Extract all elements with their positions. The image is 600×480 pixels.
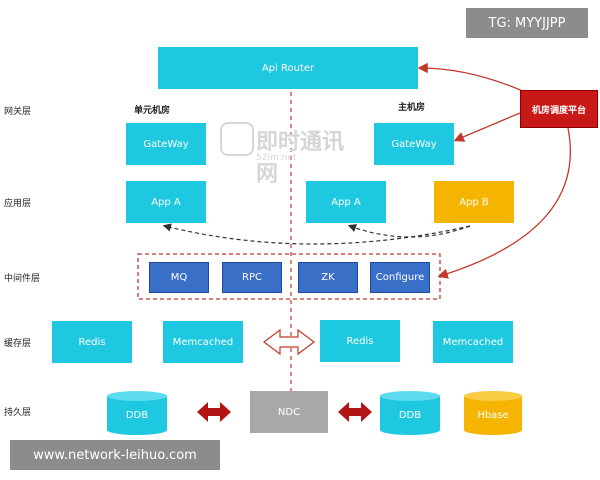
layer-label-app: 应用层: [4, 199, 32, 209]
room-label-main: 主机房: [398, 103, 426, 113]
tag-banner: TG: MYYJJPP: [466, 8, 588, 38]
ddb-left-label: DDB: [125, 409, 149, 421]
app-b-node: App B: [434, 181, 514, 223]
ddb-right-cylinder: [380, 391, 440, 435]
ddb-right-sync-arrow-icon: [338, 402, 372, 422]
layer-label-cache: 缓存层: [4, 339, 32, 349]
api-router-node: Api Router: [158, 47, 418, 89]
app-a-right-node: App A: [306, 181, 386, 223]
app-b-to-app-a-left-link: [162, 223, 471, 245]
ndc-node: NDC: [250, 391, 328, 433]
configure-node: Configure: [370, 262, 430, 293]
hbase-label: Hbase: [477, 409, 509, 421]
redis-left-node: Redis: [52, 321, 132, 363]
memcached-left-node: Memcached: [163, 321, 243, 363]
rpc-node: RPC: [222, 262, 282, 293]
watermark-logo-icon: [220, 122, 254, 156]
footer-banner: www.network-leihuo.com: [10, 440, 220, 470]
app-b-to-app-a-right-link: [347, 224, 471, 238]
layer-label-gateway: 网关层: [4, 107, 32, 117]
scheduler-to-middleware-arrow: [437, 127, 572, 279]
zk-node: ZK: [298, 262, 358, 293]
watermark: 即时通讯网 52im.net: [220, 122, 360, 187]
scheduler-to-gateway-arrow: [453, 112, 521, 142]
mq-node: MQ: [149, 262, 209, 293]
scheduler-platform-node: 机房调度平台: [520, 90, 598, 128]
ddb-right-label: DDB: [398, 409, 422, 421]
redis-right-node: Redis: [320, 320, 400, 362]
layer-label-persistence: 持久层: [4, 408, 32, 418]
scheduler-to-api-router-arrow: [417, 62, 526, 93]
room-label-unit: 单元机房: [134, 106, 171, 116]
watermark-title: 即时通讯网: [256, 130, 345, 187]
ddb-left-sync-arrow-icon: [197, 402, 231, 422]
hbase-cylinder: [464, 391, 522, 435]
app-a-left-node: App A: [126, 181, 206, 223]
watermark-subtitle: 52im.net: [256, 153, 297, 163]
gateway-right-node: GateWay: [374, 123, 454, 165]
layer-label-middleware: 中间件层: [4, 274, 41, 284]
cache-sync-arrow-icon: [263, 328, 315, 356]
gateway-left-node: GateWay: [126, 123, 206, 165]
ddb-left-cylinder: [107, 391, 167, 435]
memcached-right-node: Memcached: [433, 321, 513, 363]
